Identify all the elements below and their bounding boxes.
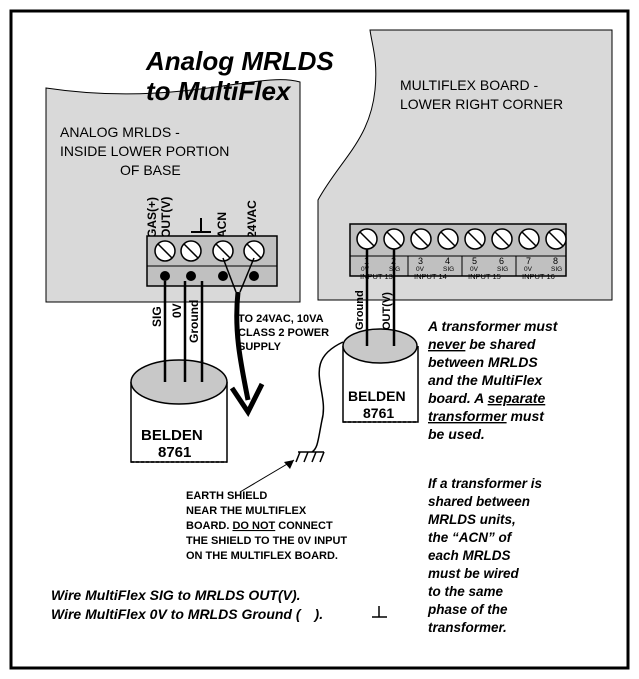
mrlds-box-line-3: OF BASE <box>120 162 181 178</box>
mf-input-14: INPUT 14 <box>414 272 447 281</box>
title-line-1: Analog MRLDS <box>145 46 334 76</box>
earth-pointer-line <box>239 459 295 493</box>
svg-text:A transformer must: A transformer must <box>427 318 559 334</box>
mrlds-terminal-screws <box>154 240 265 262</box>
svg-text:be used.: be used. <box>428 426 485 442</box>
mrlds-terminal-gas: GAS(+) <box>145 197 159 238</box>
title-line-2: to MultiFlex <box>146 76 292 106</box>
svg-text:shared between: shared between <box>428 494 530 509</box>
svg-text:BOARD. DO NOT CONNECT: BOARD. DO NOT CONNECT <box>186 520 333 532</box>
svg-text:and the MultiFlex: and the MultiFlex <box>428 372 544 388</box>
mf-input-13: INPUT 13 <box>360 272 393 281</box>
mrlds-wire-0v: 0V <box>170 303 184 318</box>
inline-ground-symbol-icon <box>372 606 387 618</box>
multiflex-terminal-screws <box>356 228 567 250</box>
earth-shield-note: EARTH SHIELD NEAR THE MULTIFLEX BOARD. D… <box>186 490 347 562</box>
multiflex-box-line-2: LOWER RIGHT CORNER <box>400 96 563 112</box>
belden-left-line-2: 8761 <box>158 444 191 461</box>
mrlds-terminal-24vac: 24VAC <box>245 200 259 238</box>
power-arrow-icon <box>229 382 265 417</box>
earth-ground-icon <box>295 451 325 463</box>
mf-term-num-7: 7 <box>526 256 531 266</box>
svg-text:MRLDS units,: MRLDS units, <box>428 512 516 527</box>
power-note-line-2: CLASS 2 POWER <box>238 327 329 339</box>
wiring-note-line-2: Wire MultiFlex 0V to MRLDS Ground (). <box>51 606 323 622</box>
mf-term-type-3: 0V <box>416 266 425 273</box>
svg-text:THE SHIELD TO THE 0V INPUT: THE SHIELD TO THE 0V INPUT <box>186 535 347 547</box>
svg-text:NEAR THE MULTIFLEX: NEAR THE MULTIFLEX <box>186 505 307 517</box>
svg-text:between MRLDS: between MRLDS <box>428 354 538 370</box>
belden-right-line-1: BELDEN <box>348 388 406 404</box>
mf-term-type-4: SIG <box>443 266 454 273</box>
mrlds-box-line-2: INSIDE LOWER PORTION <box>60 143 229 159</box>
svg-text:to the same: to the same <box>428 584 504 599</box>
shield-drain-wire <box>311 341 344 453</box>
mrlds-wire-ground: Ground <box>187 300 201 343</box>
mf-term-num-8: 8 <box>553 256 558 266</box>
power-note-line-1: TO 24VAC, 10VA <box>238 313 324 325</box>
mf-term-num-4: 4 <box>445 256 450 266</box>
earth-pointer-arrow-icon <box>284 460 294 469</box>
mf-wire-ground: Ground <box>354 290 366 330</box>
mrlds-terminal-acn: ACN <box>215 212 229 238</box>
svg-text:If a transformer is: If a transformer is <box>428 476 543 491</box>
ground-symbol-icon <box>191 218 211 233</box>
mf-term-type-8: SIG <box>551 266 562 273</box>
belden-right-line-2: 8761 <box>363 405 394 421</box>
power-note-line-3: SUPPLY <box>238 341 282 353</box>
mrlds-box-line-1: ANALOG MRLDS - <box>60 124 180 140</box>
svg-text:EARTH SHIELD: EARTH SHIELD <box>186 490 267 502</box>
belden-cable-left <box>130 359 228 463</box>
power-wires <box>222 257 255 401</box>
mrlds-terminal-out: OUT(V) <box>159 197 173 238</box>
mf-term-num-3: 3 <box>418 256 423 266</box>
svg-text:ON THE MULTIFLEX BOARD.: ON THE MULTIFLEX BOARD. <box>186 550 338 562</box>
mrlds-wire-sig: SIG <box>150 306 164 327</box>
svg-text:phase of the: phase of the <box>427 602 508 617</box>
outer-frame <box>9 9 630 670</box>
multiflex-box-line-1: MULTIFLEX BOARD - <box>400 77 539 93</box>
mf-input-16: INPUT 16 <box>522 272 555 281</box>
mf-term-num-6: 6 <box>499 256 504 266</box>
wiring-note-line-1: Wire MultiFlex SIG to MRLDS OUT(V). <box>51 587 301 603</box>
mf-term-type-1: 0V <box>361 266 370 273</box>
svg-text:never be shared: never be shared <box>428 336 536 352</box>
svg-text:must be wired: must be wired <box>428 566 520 581</box>
multiflex-terminal-dividers <box>407 256 517 276</box>
svg-text:the “ACN” of: the “ACN” of <box>428 530 513 545</box>
transformer-warning-note: A transformer must never be shared betwe… <box>427 318 559 442</box>
svg-text:transformer must: transformer must <box>428 408 545 424</box>
shared-transformer-note: If a transformer is shared between MRLDS… <box>427 476 543 635</box>
belden-cable-right <box>342 328 419 423</box>
svg-text:transformer.: transformer. <box>428 620 507 635</box>
mf-input-15: INPUT 15 <box>468 272 501 281</box>
mf-term-type-6: SIG <box>497 266 508 273</box>
belden-left-line-1: BELDEN <box>141 427 203 444</box>
mf-term-type-5: 0V <box>470 266 479 273</box>
mrlds-terminal-holes <box>160 271 259 281</box>
svg-text:board. A separate: board. A separate <box>428 390 545 406</box>
mf-term-num-5: 5 <box>472 256 477 266</box>
svg-text:each MRLDS: each MRLDS <box>428 548 511 563</box>
mf-term-type-7: 0V <box>524 266 533 273</box>
mf-wire-out: OUT(V) <box>381 292 393 330</box>
